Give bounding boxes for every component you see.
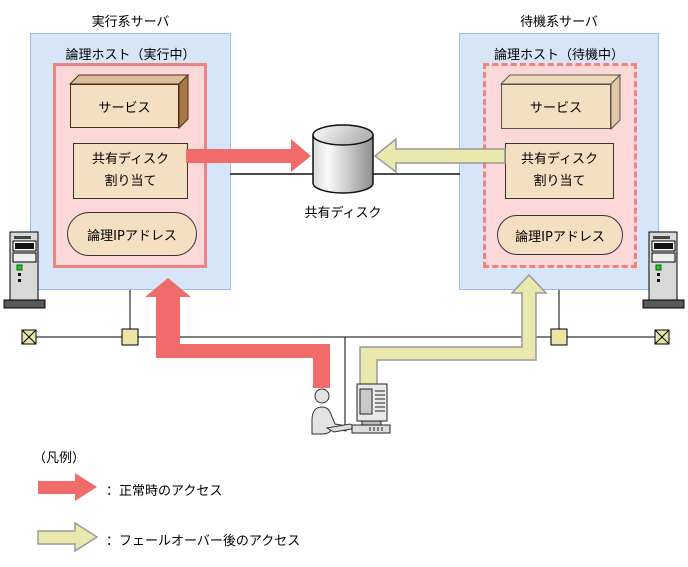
shared-disk-cylinder-icon — [312, 124, 374, 194]
disk-alloc-line2-active: 割り当て — [104, 174, 157, 189]
service-label-standby: サービス — [529, 101, 582, 116]
logical-ip-label-active: 論理IPアドレス — [87, 228, 177, 244]
legend-title: （凡例） — [33, 451, 86, 466]
failover-access-arrow-from-client — [359, 273, 548, 389]
logical-host-standby-label: 論理ホスト（待機中） — [493, 48, 624, 63]
disk-alloc-line1-standby: 共有ディスク — [520, 152, 599, 167]
network-node-left-icon — [121, 328, 139, 346]
legend-normal-label: ：正常時のアクセス — [106, 484, 223, 499]
legend-failover-arrow-icon — [37, 521, 99, 553]
normal-access-arrow-from-client — [145, 278, 330, 388]
legend-normal-arrow-icon — [38, 473, 97, 501]
client-computer-icon — [351, 383, 391, 434]
legend-failover-label: ：フェールオーバー後のアクセス — [106, 534, 301, 549]
service-label-active: サービス — [98, 100, 151, 116]
service-box-standby: サービス — [501, 84, 611, 129]
logical-ip-label-standby: 論理IPアドレス — [515, 229, 605, 245]
network-node-right-icon — [550, 328, 568, 346]
active-server-title: 実行系サーバ — [91, 15, 170, 30]
shared-disk-allocation-box-standby: 共有ディスク 割り当て — [505, 143, 614, 199]
standby-server-title: 待機系サーバ — [520, 15, 598, 30]
shared-disk-allocation-box-active: 共有ディスク 割り当て — [73, 143, 188, 199]
network-terminator-left-icon — [21, 329, 37, 345]
logical-ip-box-standby: 論理IPアドレス — [497, 215, 623, 255]
service-box-active: サービス — [70, 84, 179, 128]
shared-disk-label: 共有ディスク — [304, 206, 382, 221]
logical-ip-box-active: 論理IPアドレス — [67, 212, 197, 256]
disk-alloc-line1-active: 共有ディスク — [91, 152, 170, 167]
disk-alloc-line2-standby: 割り当て — [533, 174, 586, 189]
client-user-icon — [311, 388, 359, 435]
logical-host-active-label: 論理ホスト（実行中） — [65, 48, 196, 63]
network-terminator-right-icon — [654, 329, 670, 345]
